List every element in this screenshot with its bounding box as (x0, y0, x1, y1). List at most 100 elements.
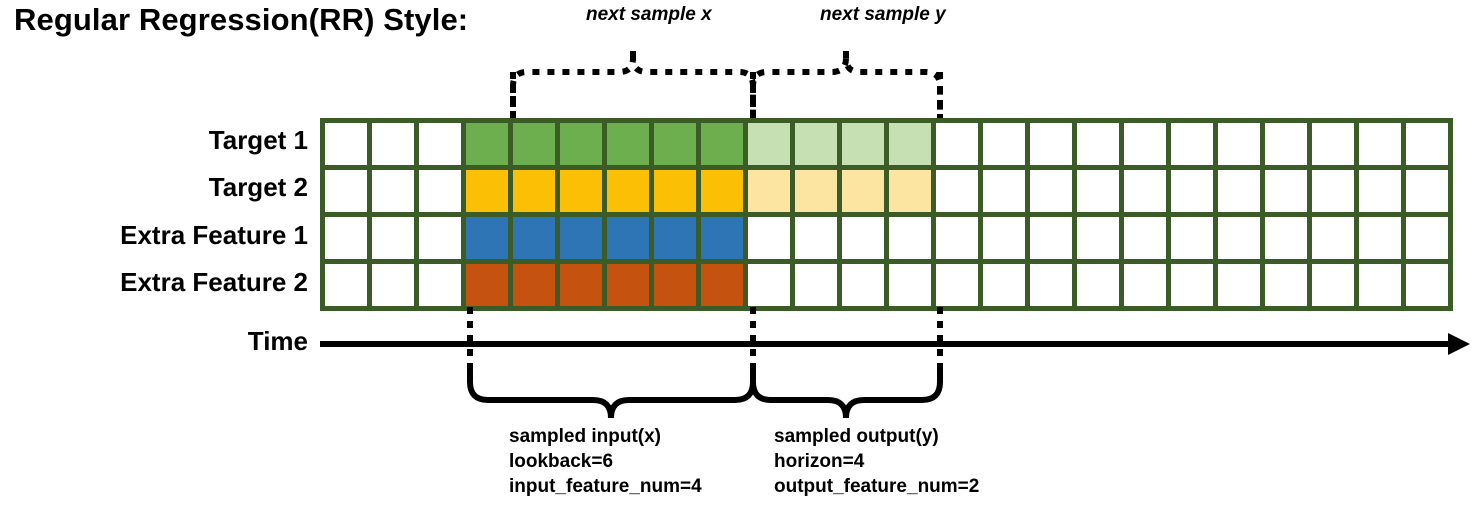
grid-cell-empty (419, 123, 461, 165)
grid-cell-empty (1077, 123, 1119, 165)
grid-cell-input (513, 264, 555, 306)
grid-cell-input (513, 170, 555, 212)
grid-cell-input (466, 264, 508, 306)
grid-cell-empty (419, 264, 461, 306)
grid-cell-empty (1406, 170, 1448, 212)
grid-cell-input (654, 264, 696, 306)
grid-cell-output (842, 123, 884, 165)
grid-cell-empty (1030, 217, 1072, 259)
grid-cell-empty (419, 170, 461, 212)
grid-cell-empty (748, 217, 790, 259)
grid-cell-input (607, 123, 649, 165)
grid-cell-empty (419, 217, 461, 259)
annotation-next-sample-x: next sample x (586, 4, 712, 25)
row-label-extra-feature-2: Extra Feature 2 (120, 267, 308, 297)
timeseries-grid (320, 118, 1453, 311)
grid-cell-empty (936, 217, 978, 259)
grid-cell-empty (1312, 123, 1354, 165)
grid-cell-input (466, 217, 508, 259)
row-label-extra-feature-1: Extra Feature 1 (120, 220, 308, 250)
grid-cell-empty (983, 217, 1025, 259)
grid-cell-output (748, 170, 790, 212)
grid-cell-empty (936, 264, 978, 306)
grid-cell-input (701, 264, 743, 306)
grid-cell-empty (1077, 170, 1119, 212)
grid-cell-empty (936, 123, 978, 165)
grid-cell-input (560, 264, 602, 306)
grid-cell-empty (1312, 217, 1354, 259)
grid-cell-empty (1265, 170, 1307, 212)
grid-cell-empty (1359, 123, 1401, 165)
caption-sampled-input: sampled input(x) lookback=6 input_featur… (509, 424, 702, 499)
grid-cell-empty (1359, 170, 1401, 212)
caption-input-line3: input_feature_num=4 (509, 476, 702, 497)
grid-cell-empty (1218, 264, 1260, 306)
grid-cell-empty (325, 170, 367, 212)
time-arrow-head (1448, 333, 1470, 355)
annotation-next-sample-y: next sample y (820, 4, 946, 25)
grid-cell-empty (1359, 217, 1401, 259)
grid-row (325, 264, 1448, 306)
grid-cell-empty (1406, 264, 1448, 306)
grid-cell-input (466, 170, 508, 212)
axis-label-time: Time (247, 326, 308, 356)
grid-cell-input (654, 217, 696, 259)
grid-cell-output (889, 123, 931, 165)
grid-cell-output (748, 123, 790, 165)
grid-cell-empty (1124, 217, 1166, 259)
grid-cell-empty (842, 264, 884, 306)
grid-cell-empty (1030, 170, 1072, 212)
grid-cell-empty (1124, 170, 1166, 212)
caption-output-line3: output_feature_num=2 (774, 476, 980, 497)
grid-cell-empty (1312, 264, 1354, 306)
grid-cell-input (701, 123, 743, 165)
grid-cell-input (560, 170, 602, 212)
grid-cell-output (889, 170, 931, 212)
caption-sampled-output: sampled output(y) horizon=4 output_featu… (774, 424, 979, 499)
grid-cell-input (466, 123, 508, 165)
caption-output-title: sampled output(y) (774, 426, 939, 447)
grid-cell-input (654, 123, 696, 165)
grid-cell-empty (372, 123, 414, 165)
grid-cell-empty (1218, 217, 1260, 259)
caption-input-line2: lookback=6 (509, 451, 614, 472)
grid-cell-input (607, 264, 649, 306)
grid-cell-empty (1171, 170, 1213, 212)
grid-cell-empty (372, 217, 414, 259)
grid-cell-empty (1030, 123, 1072, 165)
grid-cell-empty (1218, 123, 1260, 165)
grid-cell-empty (1265, 264, 1307, 306)
grid-cell-empty (1406, 217, 1448, 259)
grid-cell-input (607, 217, 649, 259)
grid-cell-empty (936, 170, 978, 212)
page-title: Regular Regression(RR) Style: (14, 2, 469, 37)
grid-row (325, 123, 1448, 165)
grid-cell-empty (325, 217, 367, 259)
grid-cell-empty (1265, 217, 1307, 259)
grid-row (325, 217, 1448, 259)
grid-cell-empty (1312, 170, 1354, 212)
grid-cell-input (513, 217, 555, 259)
grid-cell-empty (1171, 217, 1213, 259)
grid-cell-empty (1171, 264, 1213, 306)
caption-input-title: sampled input(x) (509, 426, 662, 447)
grid-row (325, 170, 1448, 212)
grid-cell-input (701, 217, 743, 259)
grid-cell-empty (1406, 123, 1448, 165)
grid-cell-empty (372, 170, 414, 212)
grid-cell-empty (325, 264, 367, 306)
grid-cell-input (701, 170, 743, 212)
grid-cell-empty (1171, 123, 1213, 165)
grid-cell-empty (983, 170, 1025, 212)
grid-cell-empty (1077, 264, 1119, 306)
grid-cell-empty (748, 264, 790, 306)
grid-cell-empty (1218, 170, 1260, 212)
grid-cell-empty (842, 217, 884, 259)
grid-cell-empty (1265, 123, 1307, 165)
grid-cell-output (795, 123, 837, 165)
grid-cell-empty (1030, 264, 1072, 306)
grid-cell-empty (325, 123, 367, 165)
grid-cell-input (654, 170, 696, 212)
caption-output-line2: horizon=4 (774, 451, 865, 472)
row-label-target-2: Target 2 (208, 172, 308, 202)
